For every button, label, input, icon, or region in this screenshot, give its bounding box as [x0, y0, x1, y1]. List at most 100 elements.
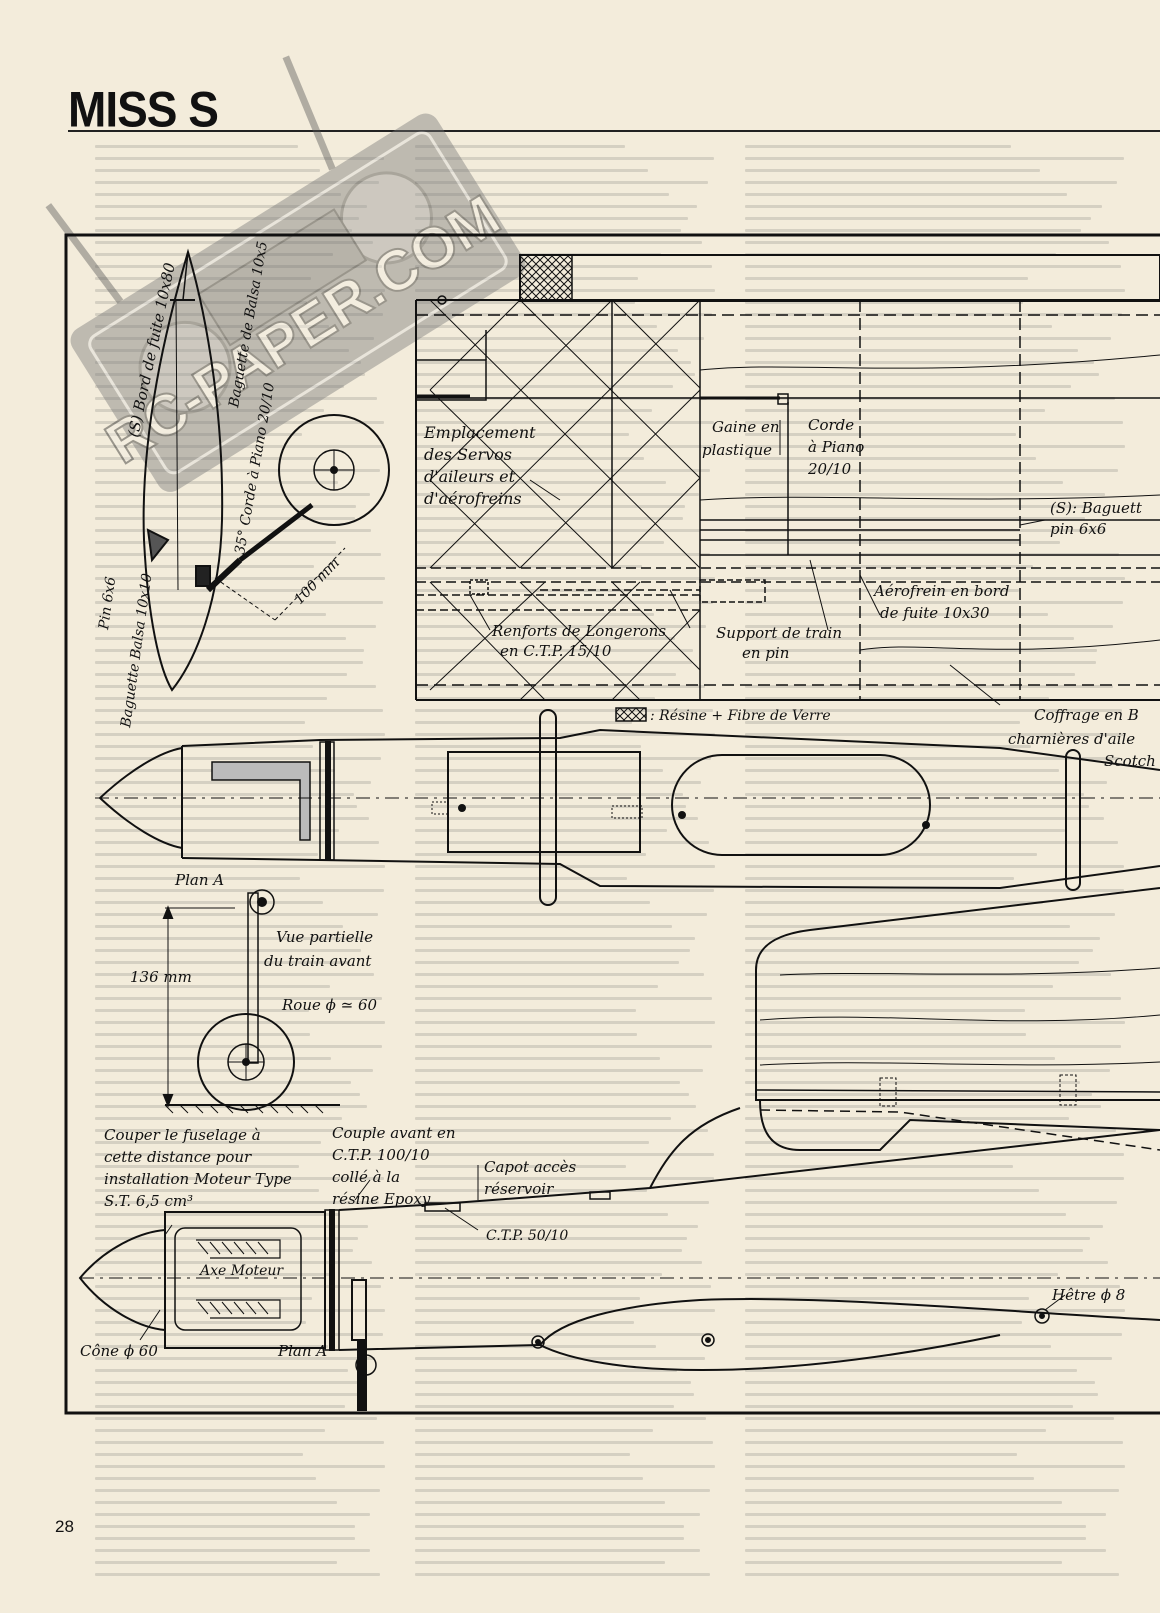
show-through-line [415, 217, 688, 220]
label-dim-100mm: 100 mm [291, 555, 343, 608]
show-through-line [415, 973, 704, 976]
show-through-line [415, 241, 703, 244]
show-through-line [415, 1561, 666, 1564]
show-through-line [745, 1153, 1124, 1156]
show-through-line [415, 745, 641, 748]
label-couper-line2: cette distance pour [104, 1148, 252, 1166]
label-corde-line1: Corde [808, 416, 854, 434]
label-corde-line3: 20/10 [807, 460, 852, 478]
fuselage-side-view [78, 1107, 1160, 1411]
show-through-line [415, 1045, 712, 1048]
show-through-line [415, 1297, 640, 1300]
show-through-line [95, 781, 372, 784]
show-through-line [415, 469, 710, 472]
show-through-line [95, 349, 349, 352]
show-through-line [95, 721, 306, 724]
show-through-line [95, 505, 357, 508]
show-through-line [95, 1477, 316, 1480]
show-through-line [95, 1381, 363, 1384]
show-through-line [745, 517, 1086, 520]
show-through-line [745, 541, 1061, 544]
show-through-line [95, 1465, 385, 1468]
label-couple-line2: C.T.P. 100/10 [332, 1146, 430, 1164]
show-through-line [95, 1201, 379, 1204]
show-through-line [415, 145, 625, 148]
show-through-line [415, 1513, 700, 1516]
show-through-line [95, 853, 318, 856]
show-through-line [95, 889, 384, 892]
show-through-line [745, 745, 1032, 748]
show-through-line [95, 1513, 371, 1516]
show-through-line [95, 625, 377, 628]
show-through-line [95, 613, 326, 616]
wing-panel-right [755, 887, 1160, 1151]
show-through-line [415, 1465, 715, 1468]
show-through-line [415, 205, 697, 208]
label-servos-line4: d'aérofreins [424, 489, 522, 508]
show-through-column-1 [95, 145, 385, 1576]
show-through-line [745, 973, 1111, 976]
show-through-line [95, 541, 336, 544]
show-through-line [745, 1297, 1030, 1300]
show-through-line [745, 961, 1079, 964]
show-through-line [415, 433, 629, 436]
show-through-line [415, 181, 709, 184]
show-through-line [745, 1357, 1112, 1360]
show-through-line [745, 937, 1101, 940]
show-through-line [415, 685, 706, 688]
show-through-line [95, 1093, 360, 1096]
show-through-line [745, 1381, 1096, 1384]
show-through-line [745, 1573, 1119, 1576]
show-through-line [95, 1105, 367, 1108]
show-through-line [415, 961, 679, 964]
show-through-line [95, 1393, 365, 1396]
show-through-line [745, 997, 1122, 1000]
label-hetre: Hêtre ϕ 8 [1051, 1286, 1125, 1304]
label-s-baguette-line2: pin 6x6 [1050, 520, 1107, 538]
show-through-line [95, 1573, 381, 1576]
show-through-line [415, 781, 702, 784]
show-through-line [95, 1237, 359, 1240]
label-coffrage-line3: Scotch [1104, 752, 1156, 770]
show-through-line [745, 1237, 1090, 1240]
show-through-line [745, 169, 1041, 172]
show-through-line [95, 373, 366, 376]
show-through-line [95, 1213, 340, 1216]
label-coffrage-line2: charnières d'aile [1008, 730, 1135, 748]
label-ctp-50: C.T.P. 50/10 [486, 1228, 568, 1244]
show-through-line [95, 529, 371, 532]
show-through-line [745, 409, 1045, 412]
label-couper-line3: installation Moteur Type [104, 1170, 292, 1188]
show-through-line [745, 1201, 1118, 1204]
show-through-line [95, 205, 368, 208]
label-capot-line2: réservoir [484, 1180, 554, 1198]
show-through-line [745, 289, 1125, 292]
show-through-line [415, 169, 648, 172]
show-through-line [745, 481, 1064, 484]
show-through-line [95, 1009, 309, 1012]
show-through-line [745, 277, 1028, 280]
show-through-line [95, 1057, 332, 1060]
show-through-line [415, 985, 659, 988]
show-through-line [745, 1057, 1055, 1060]
show-through-line [745, 313, 1122, 316]
show-through-line [415, 625, 706, 628]
show-through-line [415, 841, 710, 844]
show-through-line [745, 1033, 1027, 1036]
show-through-line [95, 805, 358, 808]
show-through-line [95, 265, 382, 268]
show-through-line [95, 1021, 385, 1024]
show-through-line [745, 1177, 1125, 1180]
show-through-line [415, 1189, 647, 1192]
show-through-line [745, 205, 1103, 208]
label-couple-line4: résine Epoxy [332, 1190, 431, 1208]
label-pin-6x6: Pin 6x6 [96, 576, 119, 632]
show-through-line [95, 1297, 313, 1300]
show-through-line [415, 361, 691, 364]
show-through-line [415, 709, 713, 712]
label-cone: Cône ϕ 60 [80, 1342, 158, 1360]
show-through-line [745, 217, 1091, 220]
show-through-line [415, 541, 665, 544]
show-through-line [745, 337, 1112, 340]
show-through-line [95, 829, 339, 832]
